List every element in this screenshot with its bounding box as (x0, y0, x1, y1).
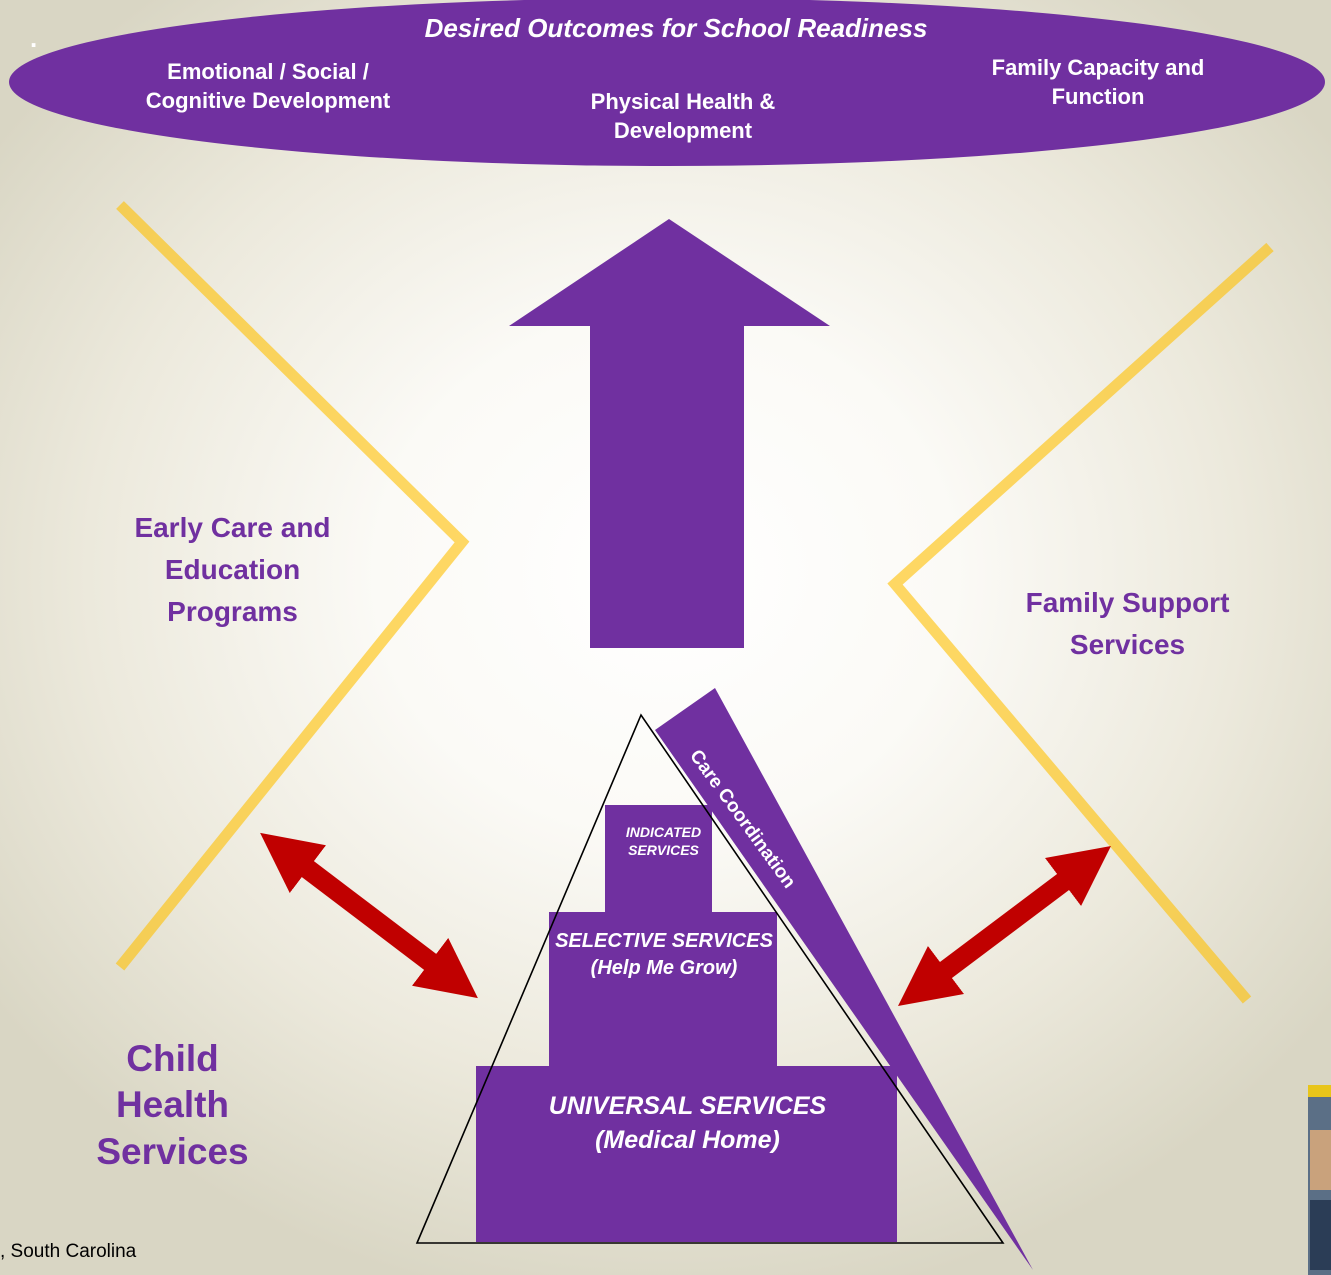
left-chevron-line (115, 201, 470, 971)
outcomes-title: Desired Outcomes for School Readiness (424, 13, 928, 43)
selective-services-label: SELECTIVE SERVICES (Help Me Grow) (555, 930, 773, 979)
indicated-services-block (605, 805, 712, 914)
selective-services-block (549, 912, 777, 1068)
universal-services-label: UNIVERSAL SERVICES (Medical Home) (548, 1092, 827, 1154)
outcome-family-capacity: Family Capacity and Function (991, 55, 1205, 109)
footer-location-text: , South Carolina (0, 1241, 137, 1262)
right-double-arrow (898, 845, 1111, 1007)
left-double-arrow (260, 832, 478, 999)
family-support-services-label: Family Support Services (1025, 587, 1230, 660)
corner-photo (1308, 1085, 1331, 1275)
right-chevron-line (887, 242, 1274, 1004)
outcome-physical-health: Physical Health & Development (590, 89, 776, 143)
universal-services-block (476, 1066, 897, 1242)
indicated-services-label: INDICATED SERVICES (625, 824, 702, 859)
early-care-education-label: Early Care and Education Programs (134, 512, 331, 627)
child-health-services-label: Child Health Services (96, 1038, 249, 1172)
outcome-emotional-social-cognitive: Emotional / Social / Cognitive Developme… (145, 59, 391, 113)
up-arrow (509, 219, 830, 648)
outcomes-ellipse (9, 0, 1325, 166)
pyramid-outline (415, 713, 1005, 1244)
outcomes-dot: . (30, 23, 38, 53)
care-coordination-wedge (655, 688, 1033, 1270)
